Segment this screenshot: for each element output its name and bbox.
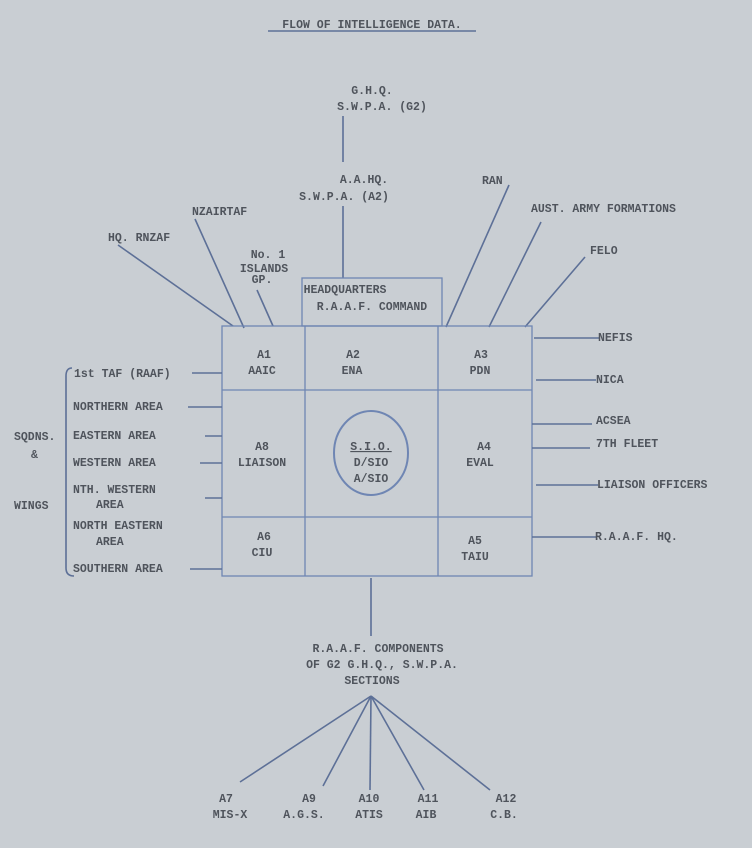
section-a10-code: A10	[359, 793, 380, 806]
cell-a2-code: A2	[346, 349, 360, 362]
section-a9-code: A9	[302, 793, 316, 806]
cell-a6-name: CIU	[252, 547, 273, 560]
sqdns-label: SQDNS.	[14, 431, 55, 444]
left-bracket	[65, 367, 75, 577]
cell-a4-code: A4	[477, 441, 491, 454]
fan-line	[322, 695, 372, 787]
islands-label-1: No. 1	[251, 249, 286, 262]
section-a12-name: C.B.	[490, 809, 518, 822]
left-item-north-eastern: NORTH EASTERN	[73, 520, 163, 533]
nzairtaf-label: NZAIRTAF	[192, 206, 247, 219]
islands-connector	[256, 289, 274, 327]
hq-box-line-1: HEADQUARTERS	[304, 284, 387, 297]
fan-line	[239, 695, 372, 783]
cell-a1-code: A1	[257, 349, 271, 362]
felo-label: FELO	[590, 245, 618, 258]
cell-a4-name: EVAL	[466, 457, 494, 470]
cell-a5-name: TAIU	[461, 551, 489, 564]
ampersand-label: &	[31, 449, 38, 462]
section-a7-code: A7	[219, 793, 233, 806]
section-a10-name: ATIS	[355, 809, 383, 822]
nica-label: NICA	[596, 374, 624, 387]
acsea-label: ACSEA	[596, 415, 631, 428]
cell-a5-code: A5	[468, 535, 482, 548]
ran-connector	[445, 184, 510, 328]
section-a11-name: AIB	[416, 809, 437, 822]
fan-line	[370, 695, 425, 791]
aust-army-connector	[488, 221, 542, 328]
left-item-nth-western: NTH. WESTERN	[73, 484, 156, 497]
fan-line	[370, 695, 491, 791]
left-item-north-eastern-2: AREA	[96, 536, 124, 549]
left-item-northern: NORTHERN AREA	[73, 401, 163, 414]
left-item-nth-western-2: AREA	[96, 499, 124, 512]
dsio-label: D/SIO	[354, 457, 389, 470]
wings-label: WINGS	[14, 500, 49, 513]
components-heading-3: SECTIONS	[344, 675, 399, 688]
sio-label: S.I.O.	[350, 441, 391, 454]
left-item-1st-taf: 1st TAF (RAAF)	[74, 368, 171, 381]
section-a9-name: A.G.S.	[283, 809, 324, 822]
cell-a1-name: AAIC	[248, 365, 276, 378]
ran-label: RAN	[482, 175, 503, 188]
section-a12-code: A12	[496, 793, 517, 806]
cell-a2-name: ENA	[342, 365, 363, 378]
felo-connector	[524, 256, 586, 328]
cell-a3-name: PDN	[470, 365, 491, 378]
sections-grid	[221, 325, 533, 577]
islands-label-2: ISLANDS	[240, 263, 288, 276]
hq-rnzaf-label: HQ. RNZAF	[108, 232, 170, 245]
left-item-western: WESTERN AREA	[73, 457, 156, 470]
nzairtaf-connector	[194, 218, 245, 329]
aahq-label-2: S.W.P.A. (A2)	[299, 191, 389, 204]
raaf-hq-label: R.A.A.F. HQ.	[595, 531, 678, 544]
section-a7-name: MIS-X	[213, 809, 248, 822]
hq-box-line-2: R.A.A.F. COMMAND	[317, 301, 428, 314]
sio-circle	[333, 410, 409, 496]
ghq-label-2: S.W.P.A. (G2)	[337, 101, 427, 114]
cell-a8-name: LIAISON	[238, 457, 286, 470]
components-heading-1: R.A.A.F. COMPONENTS	[312, 643, 443, 656]
aust-army-label: AUST. ARMY FORMATIONS	[531, 203, 676, 216]
nefis-label: NEFIS	[598, 332, 633, 345]
ghq-label: G.H.Q.	[351, 85, 392, 98]
fan-line	[369, 695, 372, 791]
islands-label-3: GP.	[252, 274, 273, 287]
7th-fleet-label: 7TH FLEET	[596, 438, 658, 451]
aahq-label: A.A.HQ.	[340, 174, 388, 187]
asio-label: A/SIO	[354, 473, 389, 486]
liaison-officers-label: LIAISON OFFICERS	[597, 479, 708, 492]
hq-rnzaf-connector	[117, 244, 234, 327]
diagram-title: FLOW OF INTELLIGENCE DATA.	[282, 19, 461, 32]
components-heading-2: OF G2 G.H.Q., S.W.P.A.	[306, 659, 458, 672]
left-item-eastern: EASTERN AREA	[73, 430, 156, 443]
cell-a6-code: A6	[257, 531, 271, 544]
cell-a3-code: A3	[474, 349, 488, 362]
left-item-southern: SOUTHERN AREA	[73, 563, 163, 576]
cell-a8-code: A8	[255, 441, 269, 454]
section-a11-code: A11	[418, 793, 439, 806]
